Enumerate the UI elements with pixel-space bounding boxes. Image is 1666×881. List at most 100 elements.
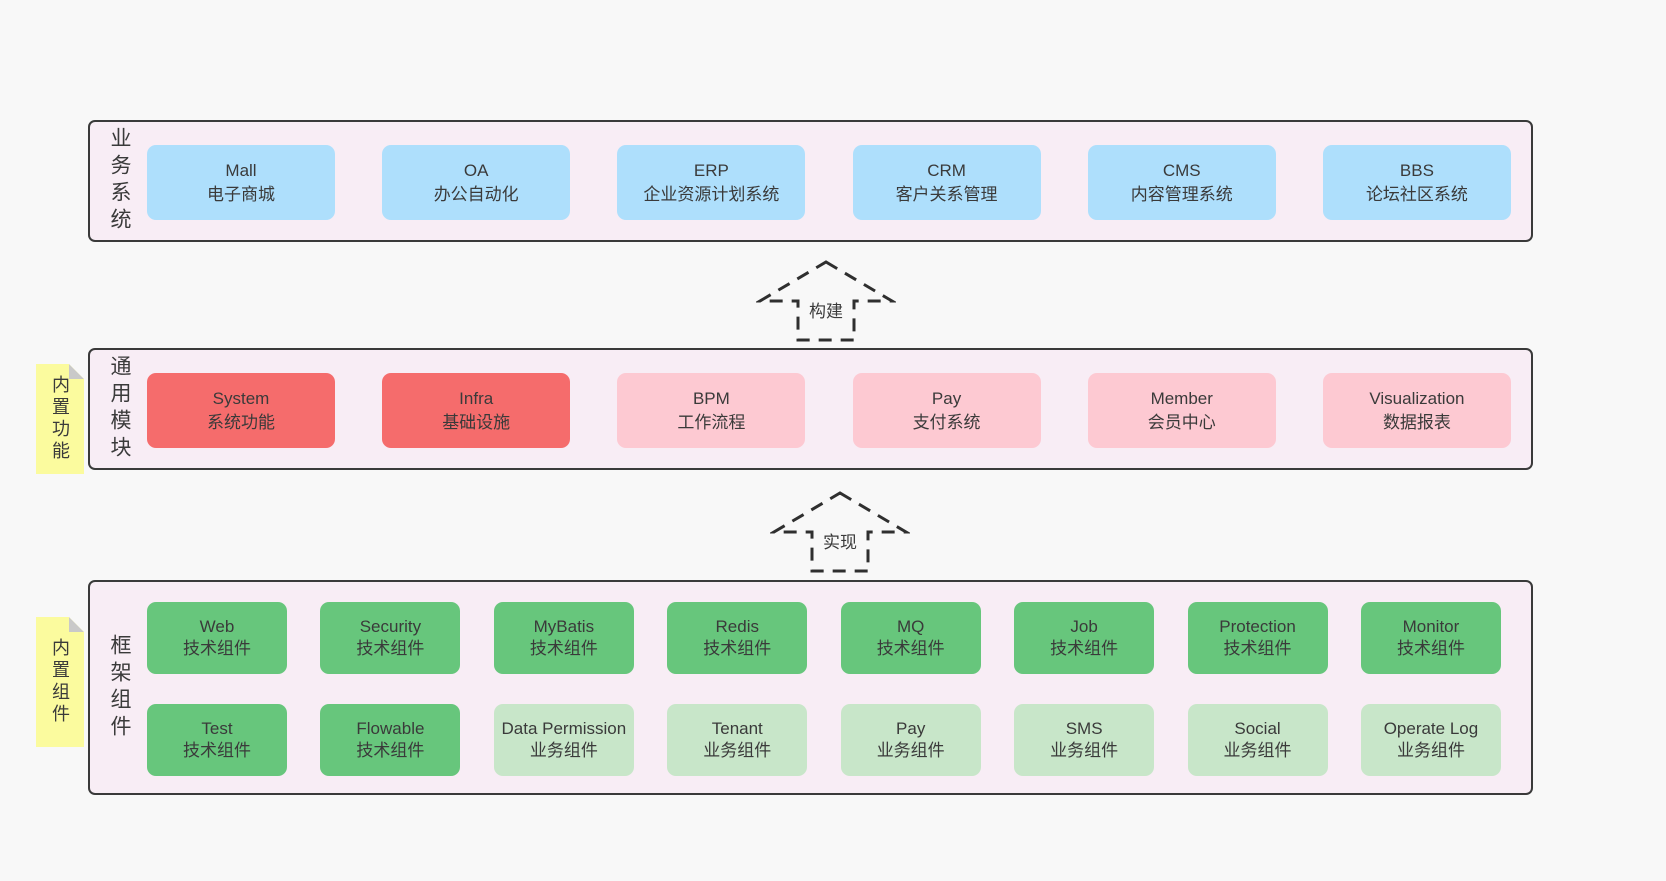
box-name: Redis	[715, 617, 759, 636]
module-box-system: System 系统功能	[147, 373, 335, 448]
component-box-monitor: Monitor 技术组件	[1360, 602, 1501, 674]
business-boxes-row: Mall 电子商城 OA 办公自动化 ERP 企业资源计划系统 CRM 客户关系…	[147, 145, 1511, 220]
box-name: SMS	[1065, 719, 1103, 738]
box-name: Visualization	[1369, 388, 1465, 408]
component-box-protection: Protection 技术组件	[1187, 602, 1328, 674]
arrow-label-build: 构建	[806, 296, 846, 323]
box-desc: 基础设施	[442, 412, 511, 432]
component-box-web: Web 技术组件	[147, 602, 287, 674]
box-name: Pay	[931, 388, 962, 408]
component-box-sms: SMS 业务组件	[1014, 704, 1155, 776]
up-arrow-implement: 实现	[770, 487, 910, 575]
business-box-cms: CMS 内容管理系统	[1087, 145, 1276, 220]
component-box-mybatis: MyBatis 技术组件	[493, 602, 634, 674]
box-desc: 办公自动化	[433, 184, 519, 204]
component-boxes-row-2: Test 技术组件 Flowable 技术组件 Data Permission …	[147, 704, 1501, 776]
module-boxes-row: System 系统功能 Infra 基础设施 BPM 工作流程 Pay 支付系统…	[147, 373, 1511, 448]
box-name: MQ	[896, 617, 925, 636]
box-name: System	[212, 388, 270, 408]
component-box-operate-log: Operate Log 业务组件	[1360, 704, 1501, 776]
box-desc: 系统功能	[207, 412, 275, 432]
box-name: Infra	[459, 388, 494, 408]
box-name: Tenant	[711, 719, 763, 738]
dashed-up-arrow-icon	[770, 491, 910, 573]
box-name: BBS	[1399, 160, 1434, 180]
box-desc: 工作流程	[677, 412, 746, 432]
box-desc: 业务组件	[703, 741, 772, 760]
box-name: CMS	[1162, 160, 1201, 180]
box-name: Protection	[1219, 617, 1296, 636]
component-box-job: Job 技术组件	[1014, 602, 1155, 674]
box-name: Test	[201, 719, 233, 738]
box-name: Flowable	[356, 719, 425, 738]
business-box-mall: Mall 电子商城	[147, 145, 335, 220]
box-desc: 业务组件	[876, 741, 945, 760]
box-desc: 论坛社区系统	[1365, 184, 1468, 204]
box-desc: 业务组件	[1396, 741, 1465, 760]
component-box-tenant: Tenant 业务组件	[667, 704, 808, 776]
module-box-bpm: BPM 工作流程	[617, 373, 806, 448]
box-desc: 业务组件	[1223, 741, 1292, 760]
box-desc: 技术组件	[1050, 639, 1119, 658]
box-name: Security	[359, 617, 422, 636]
box-name: OA	[463, 160, 489, 180]
component-box-redis: Redis 技术组件	[667, 602, 808, 674]
box-desc: 技术组件	[356, 741, 425, 760]
arrow-label-implement: 实现	[820, 527, 860, 554]
sticky-tag-built-in-functions: 内置功能	[36, 364, 84, 474]
box-name: Pay	[896, 719, 926, 738]
box-desc: 技术组件	[183, 741, 251, 760]
component-box-test: Test 技术组件	[147, 704, 287, 776]
business-box-bbs: BBS 论坛社区系统	[1322, 145, 1511, 220]
sticky-tag-built-in-components: 内置组件	[36, 617, 84, 747]
box-desc: 企业资源计划系统	[643, 184, 780, 204]
box-name: Data Permission	[501, 719, 627, 738]
box-desc: 数据报表	[1382, 412, 1451, 432]
box-desc: 客户关系管理	[895, 184, 998, 204]
box-name: BPM	[692, 388, 730, 408]
box-name: Social	[1234, 719, 1281, 738]
box-name: Operate Log	[1383, 719, 1479, 738]
box-name: ERP	[693, 160, 729, 180]
box-desc: 支付系统	[912, 412, 981, 432]
box-name: Monitor	[1402, 617, 1460, 636]
box-desc: 电子商城	[207, 184, 275, 204]
component-box-security: Security 技术组件	[320, 602, 461, 674]
component-box-mq: MQ 技术组件	[840, 602, 981, 674]
layer-framework-components: 框架组件 Web 技术组件 Security 技术组件 MyBatis 技术组件…	[88, 580, 1533, 795]
box-desc: 技术组件	[529, 639, 598, 658]
module-box-visualization: Visualization 数据报表	[1322, 373, 1511, 448]
module-box-infra: Infra 基础设施	[382, 373, 571, 448]
box-desc: 技术组件	[356, 639, 425, 658]
business-box-oa: OA 办公自动化	[382, 145, 571, 220]
tag-text: 内置功能	[50, 375, 70, 463]
box-desc: 技术组件	[703, 639, 772, 658]
box-desc: 内容管理系统	[1130, 184, 1233, 204]
component-boxes-row-1: Web 技术组件 Security 技术组件 MyBatis 技术组件 Redi…	[147, 602, 1501, 674]
layer-label-business: 业务系统	[108, 127, 131, 235]
box-name: Mall	[225, 160, 257, 180]
module-box-pay: Pay 支付系统	[852, 373, 1041, 448]
box-name: MyBatis	[533, 617, 595, 636]
box-desc: 业务组件	[529, 741, 598, 760]
box-name: Web	[199, 617, 235, 636]
tag-text: 内置组件	[50, 638, 70, 726]
layer-business-systems: 业务系统 Mall 电子商城 OA 办公自动化 ERP 企业资源计划系统 CRM…	[88, 120, 1533, 242]
layer-label-components: 框架组件	[108, 633, 131, 742]
box-desc: 技术组件	[183, 639, 251, 658]
up-arrow-build: 构建	[756, 256, 896, 344]
business-box-erp: ERP 企业资源计划系统	[617, 145, 806, 220]
box-desc: 会员中心	[1147, 412, 1216, 432]
box-name: Member	[1150, 388, 1213, 408]
dashed-up-arrow-icon	[756, 260, 896, 342]
component-box-social: Social 业务组件	[1187, 704, 1328, 776]
component-box-pay: Pay 业务组件	[840, 704, 981, 776]
box-desc: 技术组件	[1396, 639, 1465, 658]
box-desc: 技术组件	[876, 639, 945, 658]
box-desc: 业务组件	[1050, 741, 1119, 760]
component-box-data-permission: Data Permission 业务组件	[493, 704, 634, 776]
box-name: Job	[1070, 617, 1098, 636]
business-box-crm: CRM 客户关系管理	[852, 145, 1041, 220]
box-name: CRM	[927, 160, 966, 180]
